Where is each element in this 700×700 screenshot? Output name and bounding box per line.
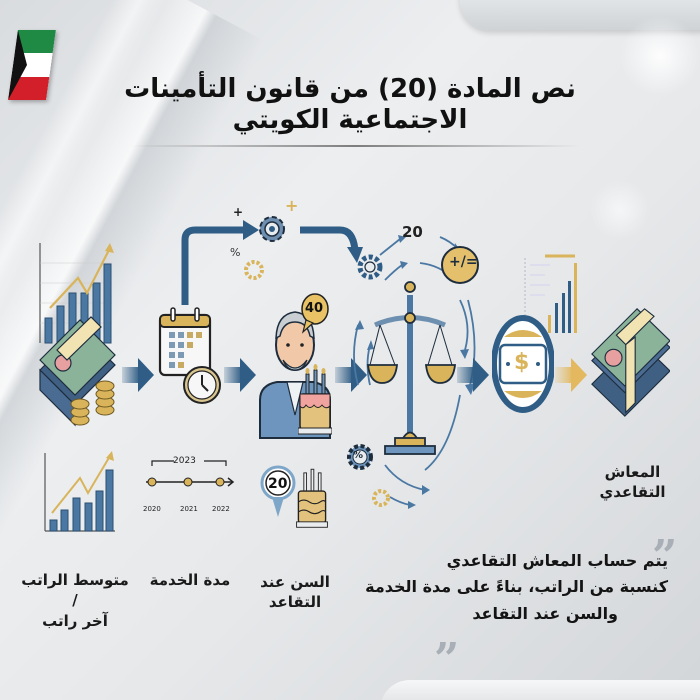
timeline-year: 2022: [212, 505, 230, 513]
birthday-cake-icon: [298, 364, 332, 435]
timeline-icon: [146, 460, 235, 487]
label-line: متوسط الراتب /: [21, 571, 129, 610]
percent-icon: %: [353, 450, 364, 461]
title-divider: [130, 145, 580, 147]
money-stack-icon: [39, 316, 116, 427]
summary-quote: يتم حساب المعاش التقاعدي كنسبة من الراتب…: [365, 548, 668, 627]
background-swoosh-bottom: [380, 680, 700, 700]
gear-icon: [244, 260, 264, 280]
step-label-salary: متوسط الراتب / آخر راتب: [20, 570, 130, 631]
quote-line: والسن عند التقاعد: [472, 603, 618, 623]
percent-icon: %: [230, 246, 241, 259]
arrow-right-icon: [122, 358, 154, 392]
quote-line: يتم حساب المعاش التقاعدي: [446, 551, 668, 570]
bar-chart-icon: [44, 451, 115, 532]
step-label-pension: المعاش التقاعدي: [570, 462, 695, 503]
birthday-cake-icon: [296, 468, 328, 528]
step-label-service: مدة الخدمة: [145, 570, 235, 590]
calculation-number: 20: [402, 223, 423, 241]
plus-icon: +: [233, 205, 244, 219]
percent-gear-icon: [347, 444, 373, 470]
clock-icon: [183, 366, 221, 404]
speech-bubble-icon: [301, 293, 329, 334]
page-title: نص المادة (20) من قانون التأمينات الاجتم…: [124, 74, 576, 136]
money-stack-icon: [591, 308, 670, 417]
dollar-sign-icon: $: [514, 350, 530, 375]
label-line: السن عند: [260, 573, 330, 591]
speech-bubble-icon: [260, 465, 296, 517]
quote-open-icon: ”: [652, 531, 678, 582]
gear-icon: [372, 489, 390, 507]
timeline-year: 2021: [180, 505, 198, 513]
calendar-icon: [158, 307, 212, 377]
bar-chart-icon: [524, 254, 577, 333]
quote-line: كنسبة من الراتب، بناءً على مدة الخدمة: [365, 577, 668, 597]
kuwait-flag-icon: [8, 30, 56, 100]
label-line: مدة الخدمة: [149, 571, 231, 589]
label-line: آخر راتب: [42, 611, 108, 630]
age-bubble-number: 20: [268, 476, 288, 492]
arrow-right-icon: [555, 358, 587, 392]
bar-chart-icon: [39, 243, 114, 344]
label-line: التقاعد: [268, 593, 322, 612]
timeline-span-label: 2023: [173, 456, 196, 466]
step-label-age: السن عند التقاعد: [255, 572, 335, 613]
process-flow-arrow: [181, 220, 363, 305]
quote-close-icon: ”: [434, 634, 460, 685]
arrow-right-icon: [224, 358, 256, 392]
label-line: المعاش التقاعدي: [599, 463, 666, 502]
timeline-year: 2020: [143, 505, 161, 513]
dollar-coin-icon: [492, 315, 554, 413]
plus-divide-icon: [441, 246, 479, 284]
age-bubble-number: 40: [305, 301, 324, 316]
plus-icon: +: [285, 196, 299, 215]
gear-icon: [357, 254, 383, 280]
gear-icon: [259, 216, 285, 242]
plus-divide-symbol: +/=: [449, 254, 478, 270]
arrow-right-icon: [457, 358, 489, 392]
